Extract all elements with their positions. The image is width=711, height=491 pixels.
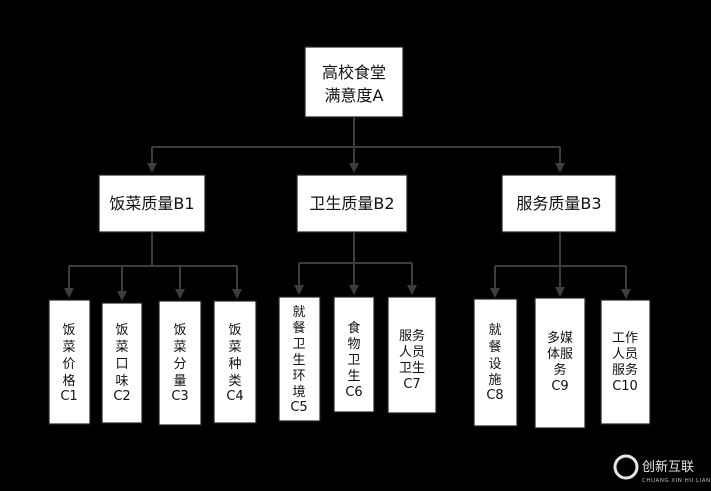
connectors-root [147, 117, 565, 173]
watermark-logo-icon [613, 454, 639, 480]
node-c3-line-2: 菜 [173, 340, 186, 355]
node-c9-line-4: C9 [551, 379, 568, 394]
node-c3-line-5: C3 [171, 389, 188, 404]
node-c3-line-4: 量 [173, 374, 186, 389]
node-c5-line-6: 境 [292, 385, 305, 400]
node-c5-line-3: 卫 [292, 337, 305, 352]
node-c7-line-1: 服务 [399, 328, 425, 344]
node-c2: 饭 菜 口 味 C2 [101, 302, 143, 424]
node-c4-line-1: 饭 [228, 323, 241, 338]
node-c5-line-2: 餐 [292, 320, 305, 336]
node-c5-line-1: 就 [292, 305, 305, 320]
node-c6-line-1: 食 [347, 320, 360, 336]
node-c8-line-3: 设 [488, 357, 501, 372]
node-c2-line-5: C2 [113, 389, 130, 404]
node-c10-line-2: 人员 [612, 347, 638, 362]
node-c10: 工作 人员 服务 C10 [600, 299, 651, 425]
node-b1-label: 饭菜质量B1 [109, 194, 194, 213]
node-c2-line-1: 饭 [115, 323, 128, 338]
node-c3: 饭 菜 分 量 C3 [158, 300, 202, 426]
node-c4-line-2: 菜 [228, 340, 241, 355]
node-b1: 饭菜质量B1 [98, 174, 206, 233]
node-c4-line-3: 种 [228, 357, 241, 372]
node-c1-line-3: 价 [62, 357, 75, 372]
node-c9-line-1: 多媒 [547, 330, 573, 346]
node-c8-line-1: 就 [488, 323, 501, 338]
node-c4-line-4: 类 [228, 374, 241, 389]
node-c8-line-5: C8 [486, 388, 503, 403]
node-c3-line-3: 分 [173, 357, 186, 372]
root-label-line-2: 满意度A [325, 86, 384, 105]
connectors-b2 [294, 232, 417, 295]
root-node: 高校食堂 满意度A [304, 46, 404, 118]
node-c7-line-3: 卫生 [399, 361, 425, 376]
node-c2-line-4: 味 [115, 374, 128, 389]
node-c6-line-2: 物 [347, 337, 360, 352]
node-c1-line-5: C1 [60, 389, 77, 404]
node-c1-line-1: 饭 [62, 323, 75, 338]
node-c7-line-4: C7 [403, 377, 420, 392]
node-c4-line-5: C4 [226, 389, 243, 404]
node-c7: 服务 人员 卫生 C7 [387, 296, 437, 414]
node-c6: 食 物 卫 生 C6 [333, 296, 375, 413]
node-c5: 就 餐 卫 生 环 境 C5 [278, 296, 321, 422]
node-c10-line-1: 工作 [612, 331, 638, 346]
node-c8: 就 餐 设 施 C8 [473, 298, 518, 427]
node-c5-line-7: C5 [290, 400, 307, 415]
connectors-b1 [64, 232, 242, 301]
node-b3: 服务质量B3 [501, 174, 617, 233]
watermark-text: 创新互联 [642, 459, 694, 475]
node-c8-line-2: 餐 [488, 339, 501, 355]
node-b2: 卫生质量B2 [296, 174, 408, 233]
node-c6-line-4: 生 [347, 369, 360, 384]
node-c1-line-2: 菜 [62, 340, 75, 355]
node-c1-line-4: 格 [62, 373, 75, 389]
watermark-subtext: CHUANG XIN HU LIAN [642, 478, 711, 484]
node-c9-line-3: 务 [553, 362, 566, 378]
root-label-line-1: 高校食堂 [322, 63, 386, 82]
node-c7-line-2: 人员 [399, 345, 425, 360]
connectors-b3 [490, 232, 631, 299]
node-c5-line-5: 环 [292, 369, 305, 384]
watermark-logo: 创新互联 CHUANG XIN HU LIAN [613, 454, 711, 484]
node-c3-line-1: 饭 [173, 323, 186, 338]
node-c2-line-2: 菜 [115, 340, 128, 355]
node-c10-line-3: 服务 [612, 362, 638, 378]
node-c9-line-2: 体服 [547, 347, 573, 362]
node-c9: 多媒 体服 务 C9 [534, 297, 586, 429]
node-c1: 饭 菜 价 格 C1 [48, 299, 91, 425]
node-c10-line-4: C10 [612, 379, 638, 394]
node-c6-line-5: C6 [345, 385, 362, 400]
node-c5-line-4: 生 [292, 353, 305, 368]
node-c8-line-4: 施 [488, 373, 501, 388]
node-c2-line-3: 口 [115, 357, 128, 372]
node-b2-label: 卫生质量B2 [309, 194, 394, 213]
node-c4: 饭 菜 种 类 C4 [213, 300, 257, 424]
node-b3-label: 服务质量B3 [516, 194, 601, 213]
node-c6-line-3: 卫 [347, 353, 360, 368]
